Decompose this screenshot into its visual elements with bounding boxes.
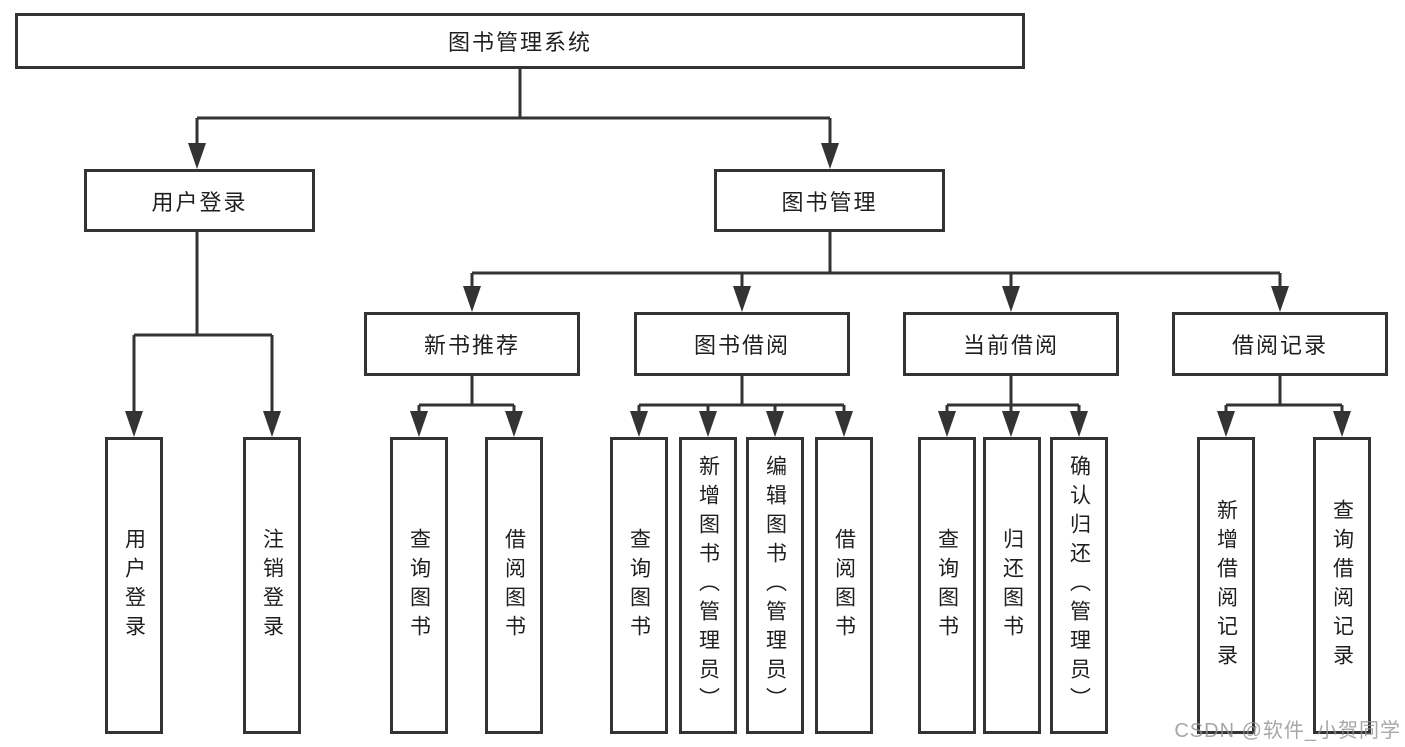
edge-borrow-records [1224,376,1344,415]
leaf-br-add-record: 新增借阅记录 [1197,437,1255,734]
leaf-bb-borrow-book: 借阅图书 [815,437,873,734]
leaf-br-add-record-label: 新增借阅记录 [1214,498,1238,673]
leaf-cb-return-book-label: 归还图书 [1000,527,1024,644]
leaf-br-query-record-label: 查询借阅记录 [1330,498,1354,673]
leaf-logout-login-label: 注销登录 [260,527,284,644]
node-borrow-records: 借阅记录 [1172,312,1388,376]
leaf-cb-confirm-return-admin-label: 确认归还（管理员） [1067,455,1091,716]
leaf-bb-edit-book-admin: 编辑图书（管理员） [746,437,804,734]
node-book-borrow-label: 图书借阅 [693,333,790,358]
node-user-login: 用户登录 [84,169,315,232]
leaf-cb-query-book-label: 查询图书 [935,527,959,644]
leaf-rec-query-book-label: 查询图书 [407,527,431,644]
leaf-user-login: 用户登录 [105,437,163,734]
leaf-rec-borrow-book-label: 借阅图书 [502,527,526,644]
node-root: 图书管理系统 [15,13,1025,69]
node-current-borrow: 当前借阅 [903,312,1119,376]
leaf-br-query-record: 查询借阅记录 [1313,437,1371,734]
leaf-cb-query-book: 查询图书 [918,437,976,734]
edge-new-book-recommend [417,376,516,415]
leaf-bb-add-book-admin: 新增图书（管理员） [679,437,737,734]
leaf-bb-borrow-book-label: 借阅图书 [832,527,856,644]
node-root-label: 图书管理系统 [447,30,592,55]
leaf-cb-return-book: 归还图书 [983,437,1041,734]
node-borrow-records-label: 借阅记录 [1231,333,1328,358]
csdn-watermark: CSDN @软件_小贺同学 [1174,720,1401,742]
leaf-cb-confirm-return-admin: 确认归还（管理员） [1050,437,1108,734]
edge-user-login [132,232,274,415]
node-current-borrow-label: 当前借阅 [962,333,1059,358]
node-book-management: 图书管理 [714,169,945,232]
leaf-logout-login: 注销登录 [243,437,301,734]
leaf-bb-query-book-label: 查询图书 [627,527,651,644]
leaf-user-login-label: 用户登录 [122,527,146,644]
leaf-rec-query-book: 查询图书 [390,437,448,734]
node-new-book-recommend: 新书推荐 [364,312,580,376]
node-user-login-label: 用户登录 [151,189,248,215]
leaf-rec-borrow-book: 借阅图书 [485,437,543,734]
edge-current-borrow [945,376,1081,415]
leaf-bb-query-book: 查询图书 [610,437,668,734]
node-new-book-recommend-label: 新书推荐 [423,333,520,358]
leaf-bb-edit-book-admin-label: 编辑图书（管理员） [763,455,787,716]
node-book-borrow: 图书借阅 [634,312,850,376]
leaf-bb-add-book-admin-label: 新增图书（管理员） [696,455,720,716]
edge-root [195,69,832,147]
node-book-management-label: 图书管理 [781,189,878,215]
edge-book-borrow [637,376,846,415]
edge-book-management [470,232,1282,290]
